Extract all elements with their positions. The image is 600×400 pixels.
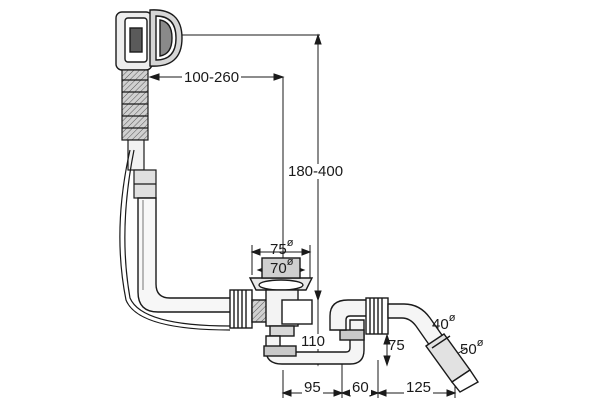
coupling-nut <box>229 289 271 329</box>
dim-outlet-large: 50ø <box>460 337 484 358</box>
diameter-symbol: ø <box>286 237 294 249</box>
overflow-pipe <box>137 197 233 313</box>
dim-inner-diameter: 70ø <box>270 256 294 277</box>
trap <box>263 319 365 365</box>
dim-inner-diameter-value: 70 <box>270 260 287 277</box>
dim-offset-b: 60 <box>350 379 371 396</box>
drain-body <box>248 257 314 337</box>
dim-seal-depth: 75 <box>388 337 405 354</box>
diameter-symbol: ø <box>476 337 484 349</box>
dim-offset-c: 125 <box>404 379 434 396</box>
dim-outlet-small: 40ø <box>432 312 456 333</box>
dim-outer-diameter-value: 75 <box>270 241 287 258</box>
outlet-adapter <box>425 333 480 393</box>
diameter-symbol: ø <box>286 256 294 268</box>
bowden-cable <box>119 149 231 331</box>
overflow-head <box>115 9 183 71</box>
dim-lever-reach: 100-260 <box>182 69 242 86</box>
diameter-symbol: ø <box>448 312 456 324</box>
dim-trap-height: 110 <box>299 333 327 350</box>
corrugated-hose <box>121 69 157 199</box>
dim-outlet-large-value: 50 <box>460 341 477 358</box>
dim-offset-a: 95 <box>302 379 323 396</box>
dim-outlet-small-value: 40 <box>432 316 449 333</box>
dim-overflow-height: 180-400 <box>286 163 346 180</box>
dim-outer-diameter: 75ø <box>270 237 294 258</box>
outlet-bend <box>329 297 446 347</box>
